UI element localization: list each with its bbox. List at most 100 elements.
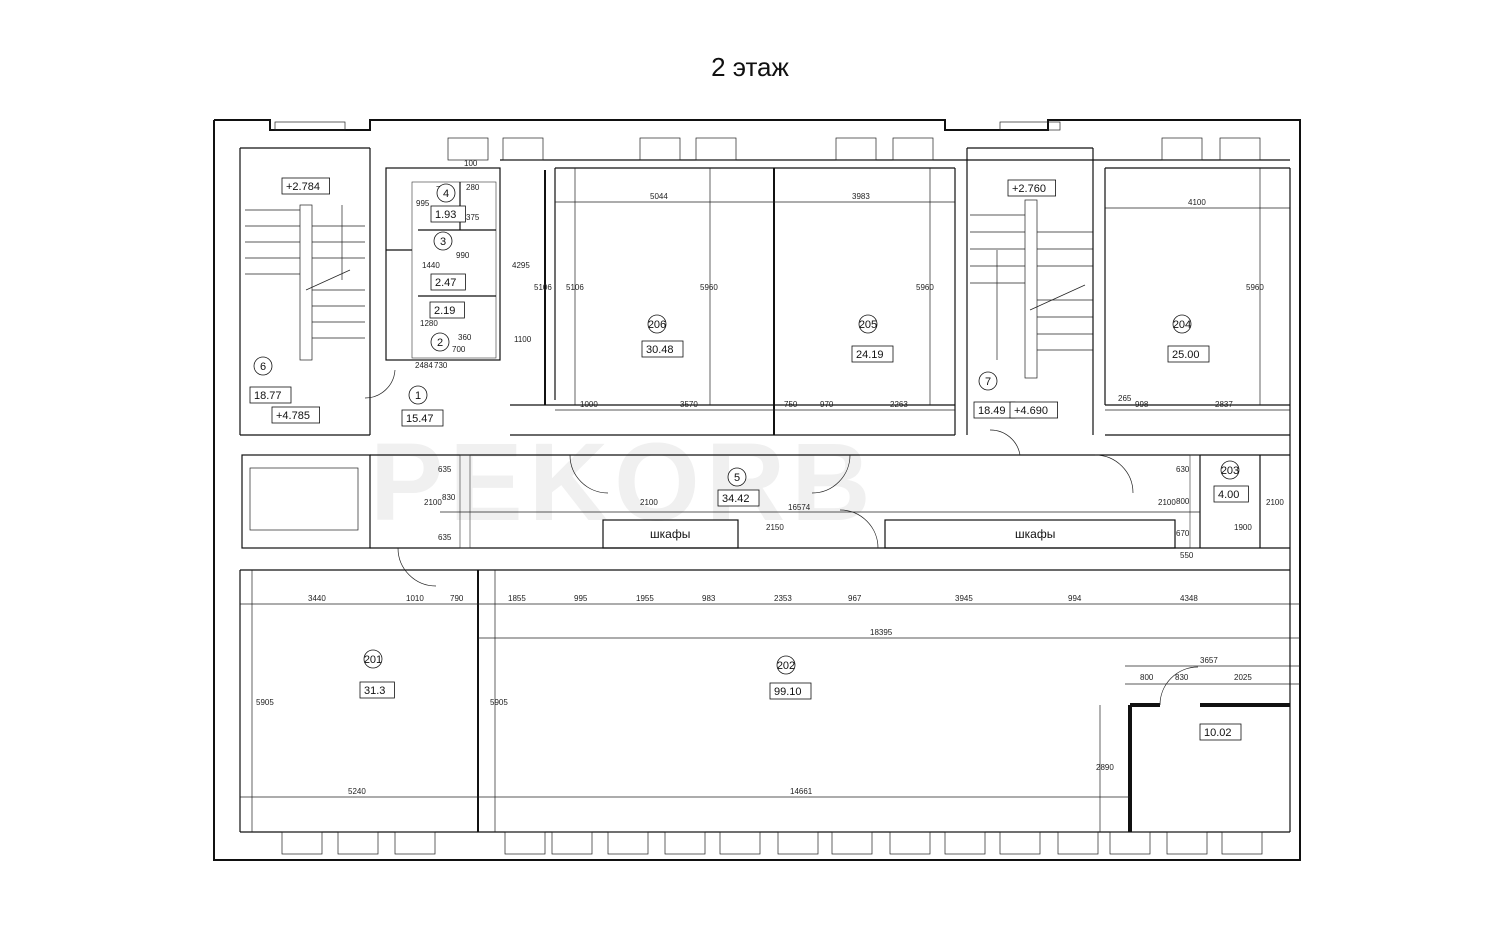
room-number: 204 xyxy=(1173,319,1191,331)
dim-label: 2100 xyxy=(1266,498,1284,507)
room-number: 206 xyxy=(648,319,666,331)
room-number-circle xyxy=(776,655,796,675)
dim-label: 1000 xyxy=(580,400,598,409)
room-area-box xyxy=(249,386,292,404)
dim-label: 5905 xyxy=(256,698,274,707)
room-area-box xyxy=(1213,485,1249,503)
room-area: 15.47 xyxy=(406,413,434,425)
room-number-circle xyxy=(363,649,383,669)
room-number: 205 xyxy=(859,319,877,331)
stairwell-left xyxy=(245,204,365,361)
room-area-box xyxy=(401,409,444,427)
room-area-box xyxy=(1167,345,1210,363)
dim-label: 970 xyxy=(820,400,834,409)
dim-label: 1100 xyxy=(514,335,532,344)
room-number: 5 xyxy=(734,472,740,484)
dim-label: 5960 xyxy=(916,283,934,292)
closet-label-right: шкафы xyxy=(1015,527,1055,541)
room-number-circle xyxy=(978,371,998,391)
room-number-circle xyxy=(436,183,456,203)
dim-label: 635 xyxy=(438,533,452,542)
room-level-box xyxy=(1009,401,1058,419)
room-level-box xyxy=(271,406,320,424)
dim-label: 5240 xyxy=(348,787,366,796)
room-area: 1.93 xyxy=(435,209,456,221)
dim-label: 5960 xyxy=(700,283,718,292)
doors xyxy=(364,369,1199,706)
room-area-box xyxy=(430,273,466,291)
dim-label: 830 xyxy=(1175,673,1189,682)
dim-label: 14661 xyxy=(790,787,813,796)
room-number-circle xyxy=(433,231,453,251)
dim-label: 280 xyxy=(466,183,480,192)
dim-label: 670 xyxy=(1176,529,1190,538)
room-top-level-box xyxy=(281,177,330,195)
dim-label: 994 xyxy=(1068,594,1082,603)
dim-label: 2100 xyxy=(640,498,658,507)
room-top-level-box xyxy=(1007,179,1056,197)
dim-label: 2484 xyxy=(415,361,433,370)
dim-label: 830 xyxy=(442,493,456,502)
room-top-level: +2.760 xyxy=(1012,183,1046,195)
room-area: 24.19 xyxy=(856,349,884,361)
room-area-box xyxy=(717,489,760,507)
dim-label: 1955 xyxy=(636,594,654,603)
dim-label: 3945 xyxy=(955,594,973,603)
room-area-box xyxy=(851,345,894,363)
room-area: 99.10 xyxy=(774,686,802,698)
dim-label: 265 xyxy=(1118,394,1132,403)
dim-label: 5106 xyxy=(566,283,584,292)
room-number-circle xyxy=(1220,460,1240,480)
dim-label: 16574 xyxy=(788,503,811,512)
dim-label: 2150 xyxy=(766,523,784,532)
dim-label: 4295 xyxy=(512,261,530,270)
dimension-labels: 5044 3983 4100 1000 3570 750 970 2263 26… xyxy=(256,159,1284,796)
dim-label: 3983 xyxy=(852,192,870,201)
room-number: 6 xyxy=(260,361,266,373)
room-number: 3 xyxy=(440,236,446,248)
room-area-box xyxy=(641,340,684,358)
room-level: +4.785 xyxy=(276,410,310,422)
dim-label: 750 xyxy=(784,400,798,409)
dim-label: 998 xyxy=(1135,400,1149,409)
dim-label: 2263 xyxy=(890,400,908,409)
room-number-circle xyxy=(727,467,747,487)
room-number: 7 xyxy=(985,376,991,388)
dim-label: 2837 xyxy=(1215,400,1233,409)
dim-label: 1440 xyxy=(422,261,440,270)
room-area-box xyxy=(1199,723,1242,741)
page-title: 2 этаж xyxy=(711,52,789,82)
dim-label: 2025 xyxy=(1234,673,1252,682)
dim-label: 1900 xyxy=(1234,523,1252,532)
dim-label: 360 xyxy=(458,333,472,342)
interior-walls xyxy=(240,167,1290,832)
dim-label: 967 xyxy=(848,594,862,603)
room-area: 31.3 xyxy=(364,685,385,697)
room-markers: 618.77+4.785+2.784115.4722.1932.4741.932… xyxy=(249,177,1249,741)
dim-label: 3657 xyxy=(1200,656,1218,665)
dim-label: 5960 xyxy=(1246,283,1264,292)
room-level: +4.690 xyxy=(1014,405,1048,417)
room-area: 4.00 xyxy=(1218,489,1239,501)
room-number: 202 xyxy=(777,660,795,672)
dim-label: 1010 xyxy=(406,594,424,603)
dim-label: 995 xyxy=(416,199,430,208)
dim-label: 5044 xyxy=(650,192,668,201)
dim-label: 730 xyxy=(434,361,448,370)
dim-label: 18395 xyxy=(870,628,893,637)
dim-label: 3440 xyxy=(308,594,326,603)
dim-label: 550 xyxy=(1180,551,1194,560)
room-area: 18.49 xyxy=(978,405,1006,417)
dim-label: 1855 xyxy=(508,594,526,603)
dim-label: 2890 xyxy=(1096,763,1114,772)
room-number-circle xyxy=(408,385,428,405)
dim-label: 3570 xyxy=(680,400,698,409)
room-area: 18.77 xyxy=(254,390,282,402)
dim-label: 2100 xyxy=(424,498,442,507)
dim-label: 4348 xyxy=(1180,594,1198,603)
dimension-lines xyxy=(240,168,1300,832)
room-area: 30.48 xyxy=(646,344,674,356)
room-area: 34.42 xyxy=(722,493,750,505)
dim-label: 800 xyxy=(1140,673,1154,682)
